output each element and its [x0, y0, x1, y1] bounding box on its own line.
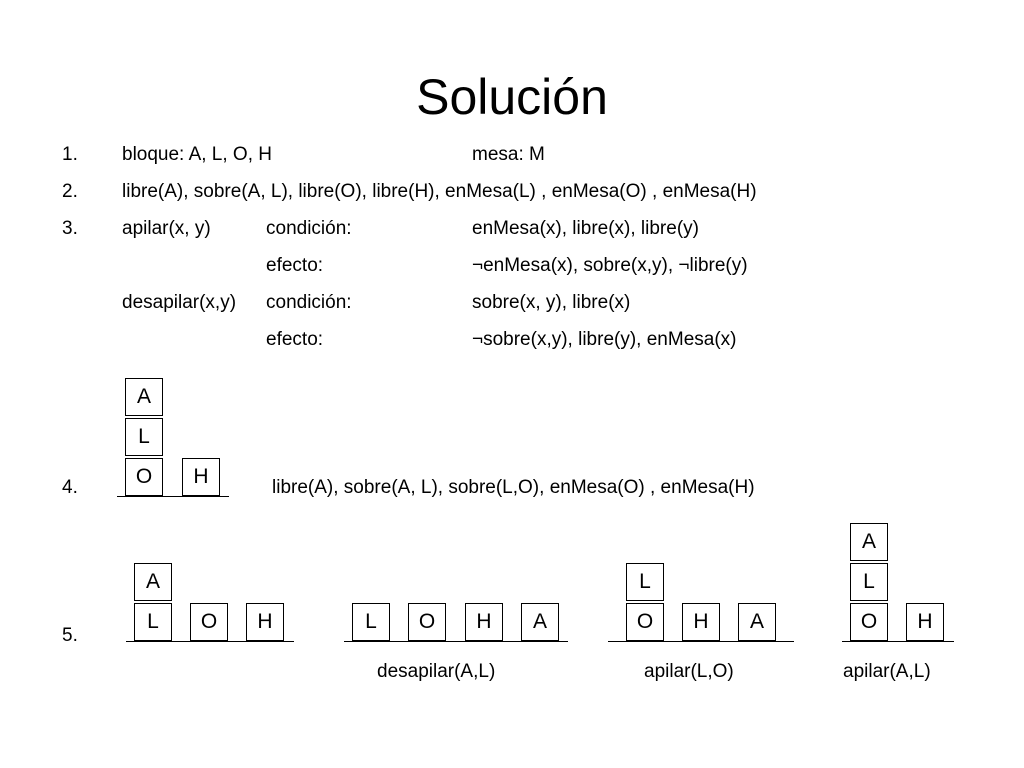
table-line [126, 641, 294, 642]
apilar-condition: enMesa(x), libre(x), libre(y) [472, 218, 699, 239]
initial-state-predicates: libre(A), sobre(A, L), libre(O), libre(H… [122, 181, 757, 202]
apilar-condition-label: condición: [266, 218, 352, 239]
block-h: H [682, 603, 720, 641]
table-definition: mesa: M [472, 144, 545, 165]
desapilar-effect-label: efecto: [266, 329, 324, 350]
table-line [117, 496, 229, 497]
step-caption: apilar(A,L) [843, 661, 931, 682]
block-a: A [738, 603, 776, 641]
item-number-3: 3. [62, 218, 78, 239]
operator-desapilar: desapilar(x,y) [122, 292, 237, 313]
block-l: L [352, 603, 390, 641]
operator-apilar: apilar(x, y) [122, 218, 211, 239]
block-o: O [190, 603, 228, 641]
block-h: H [182, 458, 220, 496]
desapilar-condition-label: condición: [266, 292, 352, 313]
table-line [842, 641, 954, 642]
item-number-4: 4. [62, 477, 78, 498]
item-number-2: 2. [62, 181, 78, 202]
item-number-1: 1. [62, 144, 78, 165]
table-line [344, 641, 568, 642]
desapilar-effect: ¬sobre(x,y), libre(y), enMesa(x) [472, 329, 737, 350]
slide-title: Solución [416, 69, 608, 125]
item-number-5: 5. [62, 625, 78, 646]
step-caption: apilar(L,O) [644, 661, 734, 682]
block-o: O [408, 603, 446, 641]
block-l: L [134, 603, 172, 641]
block-l: L [125, 418, 163, 456]
apilar-effect-label: efecto: [266, 255, 324, 276]
table-line [608, 641, 794, 642]
block-o: O [626, 603, 664, 641]
block-h: H [246, 603, 284, 641]
desapilar-condition: sobre(x, y), libre(x) [472, 292, 631, 313]
block-l: L [626, 563, 664, 601]
block-o: O [125, 458, 163, 496]
block-a: A [134, 563, 172, 601]
block-a: A [125, 378, 163, 416]
block-h: H [906, 603, 944, 641]
apilar-effect: ¬enMesa(x), sobre(x,y), ¬libre(y) [472, 255, 748, 276]
blocks-definition: bloque: A, L, O, H [122, 144, 272, 165]
step-caption: desapilar(A,L) [377, 661, 496, 682]
block-l: L [850, 563, 888, 601]
block-h: H [465, 603, 503, 641]
block-a: A [850, 523, 888, 561]
block-o: O [850, 603, 888, 641]
block-a: A [521, 603, 559, 641]
goal-state-predicates: libre(A), sobre(A, L), sobre(L,O), enMes… [272, 477, 755, 498]
